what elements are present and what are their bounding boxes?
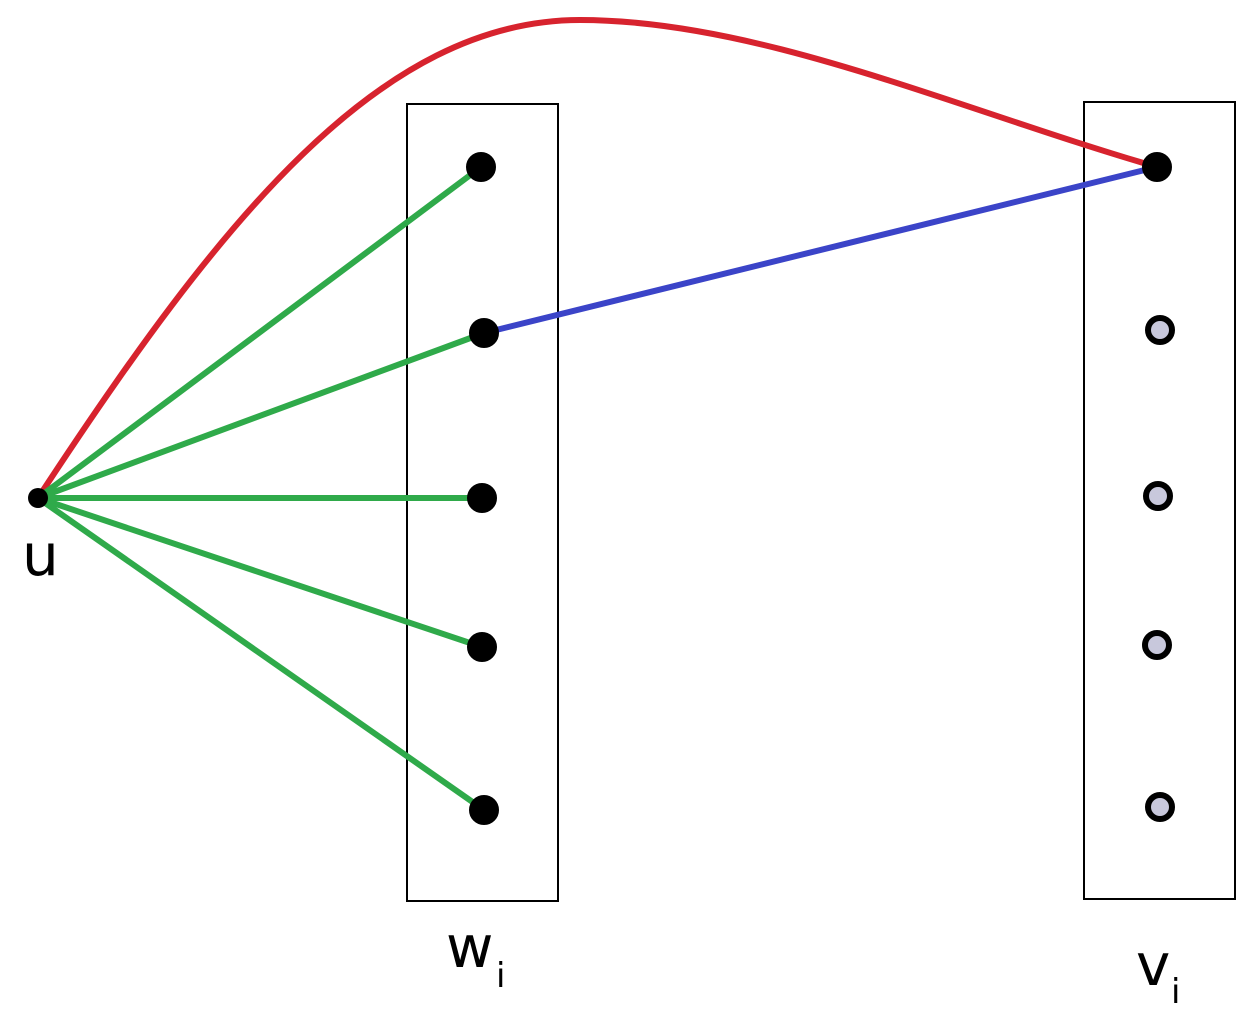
label-v-sub: i [1171,972,1180,1012]
vertex-v2 [1145,315,1175,345]
vertex-w2 [469,318,499,348]
edge-w2-v1-blue [481,164,1160,336]
vertex-v3 [1143,481,1173,511]
vertices-layer [28,152,1175,825]
vertex-v4 [1142,630,1172,660]
v-box [1083,101,1236,900]
edge-u-w1-green [35,164,484,501]
vertex-w3 [467,483,497,513]
edges-layer [35,16,1160,813]
vertex-w1 [466,152,496,182]
label-w-sub: i [496,956,505,996]
vertex-v1 [1142,152,1172,182]
vertex-w5 [469,795,499,825]
edge-u-w5-green [35,495,487,813]
vertex-w4 [467,632,497,662]
edge-u-w4-green [35,495,485,650]
label-w-main: w [446,913,493,981]
edge-u-w2-green [35,330,487,501]
label-v-main: v [1136,931,1170,999]
w-box [406,103,559,902]
vertex-u [28,488,48,508]
label-u: u [22,521,59,589]
edge-u-v1-red [35,16,1160,501]
vertex-v5 [1145,792,1175,822]
